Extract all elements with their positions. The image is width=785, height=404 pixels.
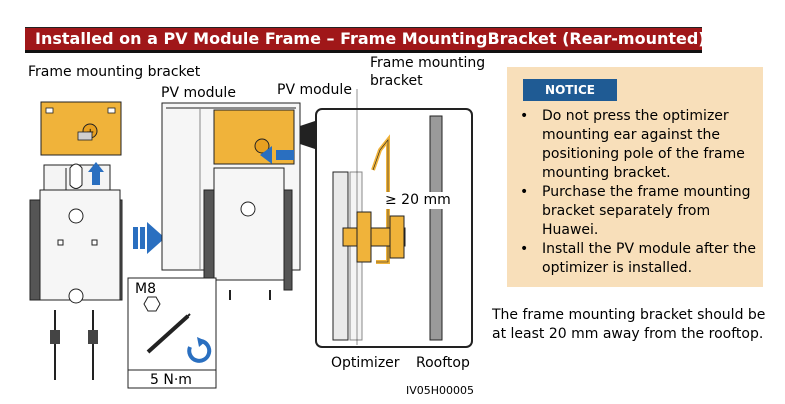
notice-item: Purchase the frame mounting bracket sepa… (520, 183, 760, 240)
label-frame-mounting-bracket-right-line1: Frame mounting (370, 55, 486, 71)
label-pv-module-1: PV module (161, 85, 236, 101)
bracket-left-illustration: + (40, 101, 122, 156)
figure-id: IV05H00005 (406, 384, 475, 397)
tool-inset (127, 277, 217, 389)
notice-item: Install the PV module after the optimize… (520, 240, 760, 278)
section-title: Installed on a PV Module Frame – Frame M… (35, 29, 706, 48)
label-pv-module-2: PV module (277, 82, 352, 98)
arrow-right-icon (133, 222, 165, 254)
screwdriver-icon (146, 314, 190, 354)
label-distance: ≥ 20 mm (385, 192, 451, 209)
label-torque: 5 N·m (150, 372, 192, 388)
label-bolt-size: M8 (135, 281, 156, 297)
notice-box: NOTICE Do not press the optimizer mounti… (507, 67, 763, 287)
section-title-bar: Installed on a PV Module Frame – Frame M… (25, 27, 706, 53)
label-rooftop: Rooftop (416, 355, 470, 371)
description-text: The frame mounting bracket should be at … (492, 307, 766, 342)
label-frame-mounting-bracket-left: Frame mounting bracket (28, 64, 201, 80)
pv-module-middle-illustration (161, 102, 301, 300)
notice-item: Do not press the optimizer mounting ear … (520, 107, 760, 183)
label-optimizer: Optimizer (331, 355, 400, 371)
notice-tag: NOTICE (523, 79, 617, 101)
detail-zoom (300, 89, 473, 348)
rotate-icon (187, 339, 212, 363)
hex-head-screw-icon (143, 296, 161, 312)
label-frame-mounting-bracket-right-line2: bracket (370, 73, 423, 89)
notice-list: Do not press the optimizer mounting ear … (507, 107, 760, 278)
optimizer-left-illustration (29, 162, 123, 380)
